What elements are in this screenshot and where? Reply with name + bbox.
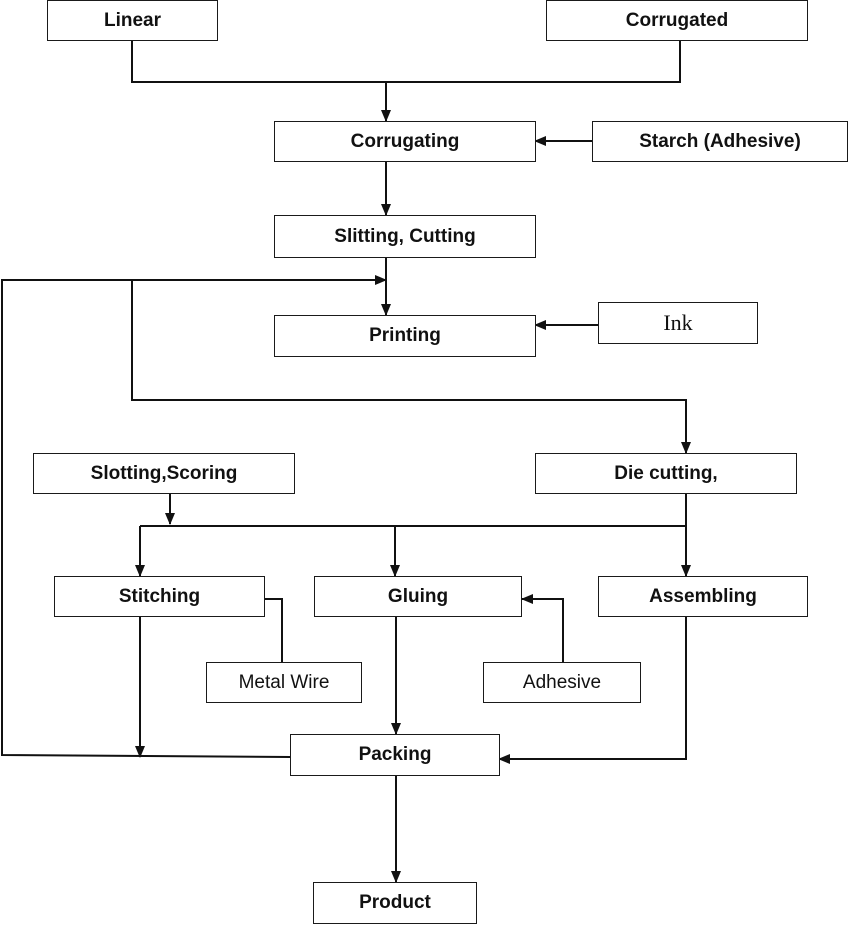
node-gluing: Gluing — [314, 576, 522, 617]
node-adhesive: Adhesive — [483, 662, 641, 703]
edge-assembling-to-packing — [498, 617, 687, 764]
node-assembling: Assembling — [598, 576, 808, 617]
edge-packing-loop — [1, 275, 387, 758]
node-product: Product — [313, 882, 477, 924]
node-slotting-scoring: Slotting,Scoring — [33, 453, 295, 494]
node-corrugated: Corrugated — [546, 0, 808, 41]
node-corrugating: Corrugating — [274, 121, 536, 162]
node-stitching: Stitching — [54, 576, 265, 617]
node-metal-wire: Metal Wire — [206, 662, 362, 703]
edge-branch-to-die-cutting — [131, 280, 691, 454]
node-slitting-cutting: Slitting, Cutting — [274, 215, 536, 258]
node-linear: Linear — [47, 0, 218, 41]
edge-metal-wire-to-stitching — [265, 598, 283, 662]
node-ink: Ink — [598, 302, 758, 344]
edge-corrugated-merge — [386, 41, 681, 83]
edge-adhesive-to-gluing — [521, 594, 564, 662]
node-printing: Printing — [274, 315, 536, 357]
node-packing: Packing — [290, 734, 500, 776]
node-starch: Starch (Adhesive) — [592, 121, 848, 162]
edge-linear-merge — [131, 41, 386, 83]
node-die-cutting: Die cutting, — [535, 453, 797, 494]
